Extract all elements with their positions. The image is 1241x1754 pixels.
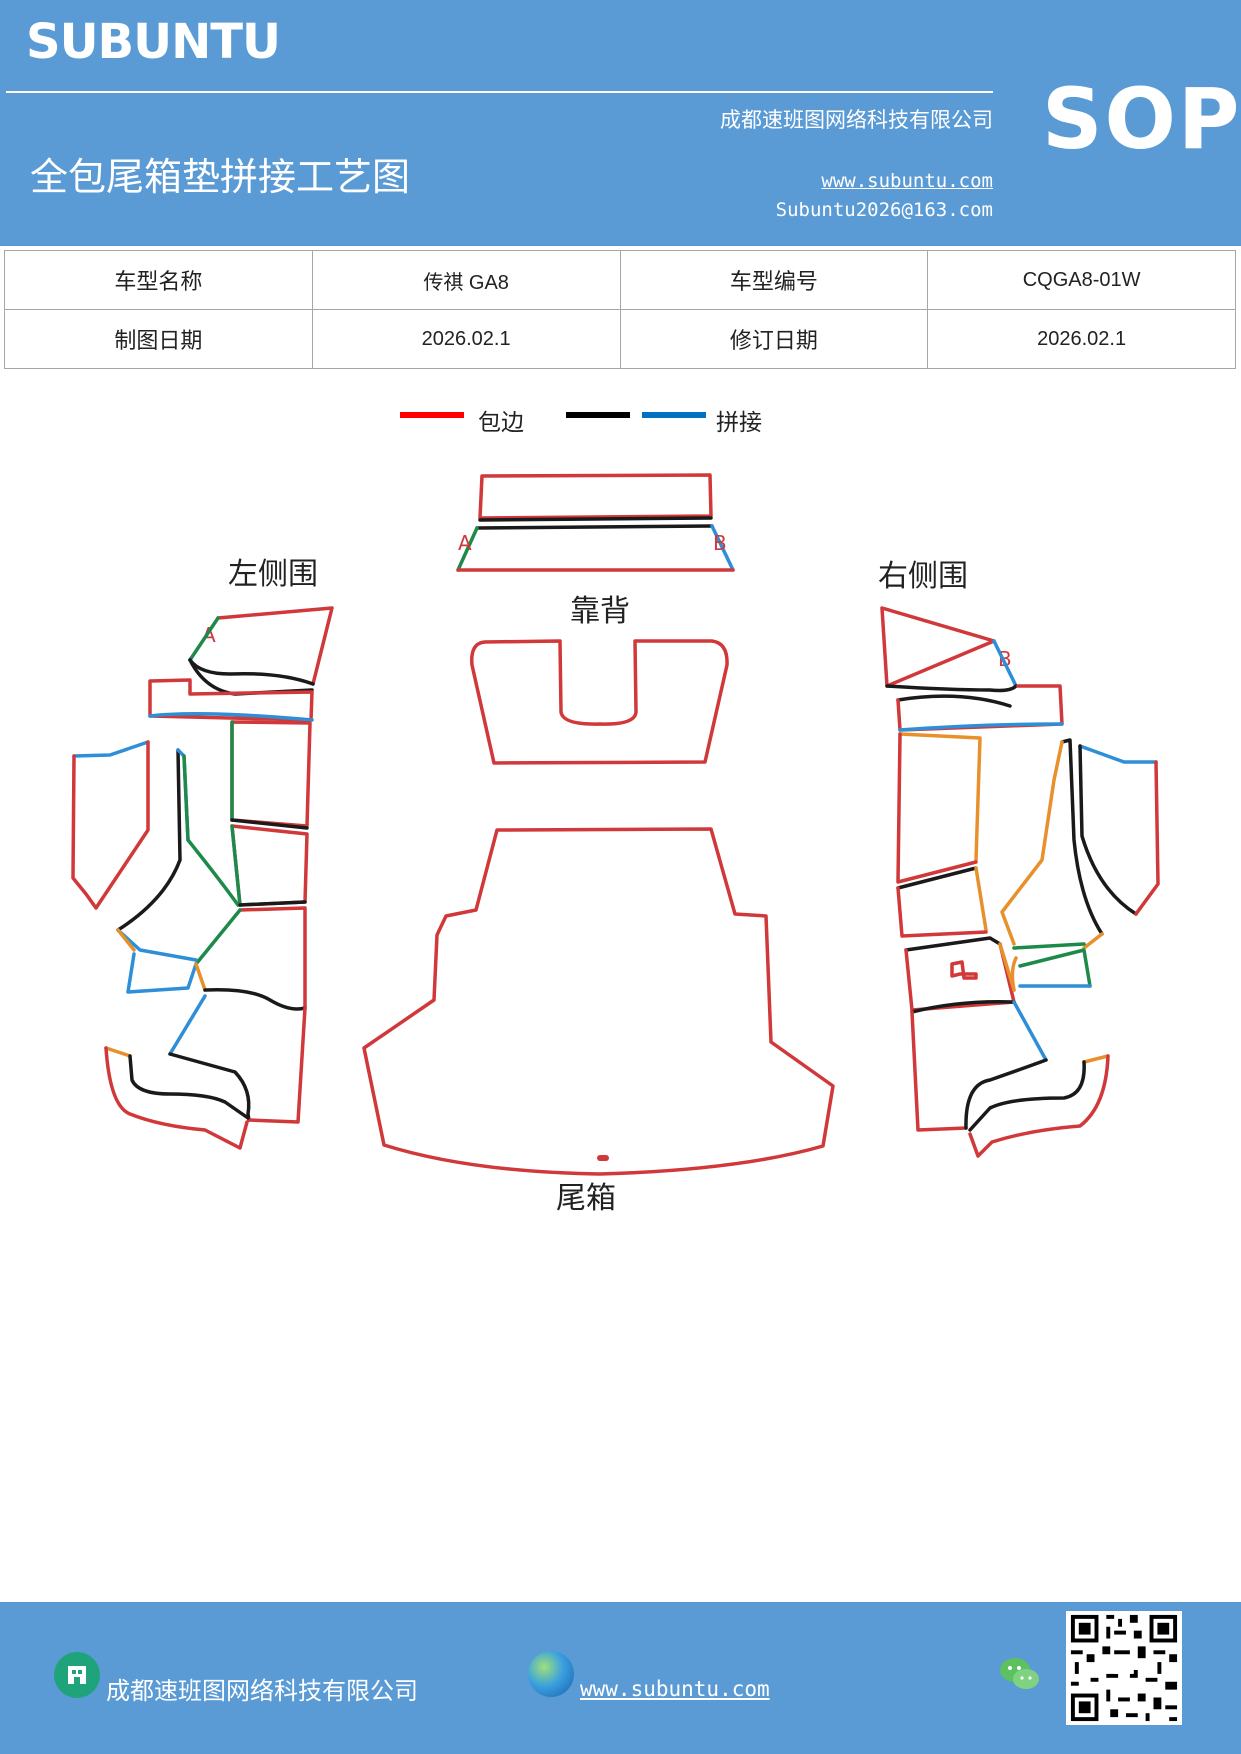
legend-swatch-red (400, 412, 464, 418)
mark-b-backrest: B (713, 531, 727, 555)
brand-logo: SUBUNTU (26, 14, 281, 70)
header-banner (0, 0, 1241, 246)
mark-a-backrest: A (458, 531, 472, 555)
footer-website-link[interactable]: www.subuntu.com (580, 1677, 770, 1701)
trunk-floor-piece (362, 827, 835, 1176)
value-revision-date: 2026.02.1 (927, 309, 1236, 369)
globe-icon (528, 1651, 574, 1697)
company-name: 成都速班图网络科技有限公司 (720, 108, 993, 132)
seat-piece (470, 639, 729, 765)
value-vehicle-code: CQGA8-01W (927, 250, 1236, 310)
right-side-pieces (880, 606, 1160, 1158)
label-revision-date: 修订日期 (619, 309, 929, 369)
label-vehicle-code: 车型编号 (619, 250, 929, 310)
label-right-side: 右侧围 (878, 559, 968, 594)
label-vehicle-name: 车型名称 (4, 250, 313, 310)
building-icon (54, 1652, 100, 1698)
vehicle-info-table: 车型名称 传祺 GA8 车型编号 CQGA8-01W 制图日期 2026.02.… (4, 250, 1236, 369)
wechat-icon[interactable] (996, 1650, 1044, 1698)
header-divider (6, 91, 993, 93)
value-draw-date: 2026.02.1 (311, 309, 621, 369)
document-title: 全包尾箱垫拼接工艺图 (30, 155, 411, 199)
splice-diagram: A B 靠背 尾箱 左侧围 A (71, 473, 1160, 1216)
legend-label-splice: 拼接 (716, 410, 762, 436)
legend-swatch-blue (642, 412, 706, 418)
website-link[interactable]: www.subuntu.com (821, 170, 993, 192)
label-backrest: 靠背 (570, 594, 630, 629)
table-row: 制图日期 2026.02.1 修订日期 2026.02.1 (4, 309, 1236, 369)
table-row: 车型名称 传祺 GA8 车型编号 CQGA8-01W (4, 250, 1236, 310)
footer-company-name: 成都速班图网络科技有限公司 (106, 1677, 418, 1705)
legend-label-edge: 包边 (478, 410, 524, 436)
sop-badge: SOP (1042, 70, 1241, 168)
left-side-pieces (71, 606, 334, 1150)
legend-swatch-black (566, 412, 630, 418)
backrest-pieces (456, 473, 735, 572)
label-left-side: 左侧围 (228, 557, 318, 592)
label-draw-date: 制图日期 (4, 309, 313, 369)
label-trunk: 尾箱 (556, 1181, 616, 1216)
value-vehicle-name: 传祺 GA8 (311, 250, 621, 310)
legend: 包边 拼接 (400, 403, 800, 439)
email-address: Subuntu2026@163.com (775, 199, 993, 221)
qr-code[interactable] (1066, 1611, 1182, 1725)
